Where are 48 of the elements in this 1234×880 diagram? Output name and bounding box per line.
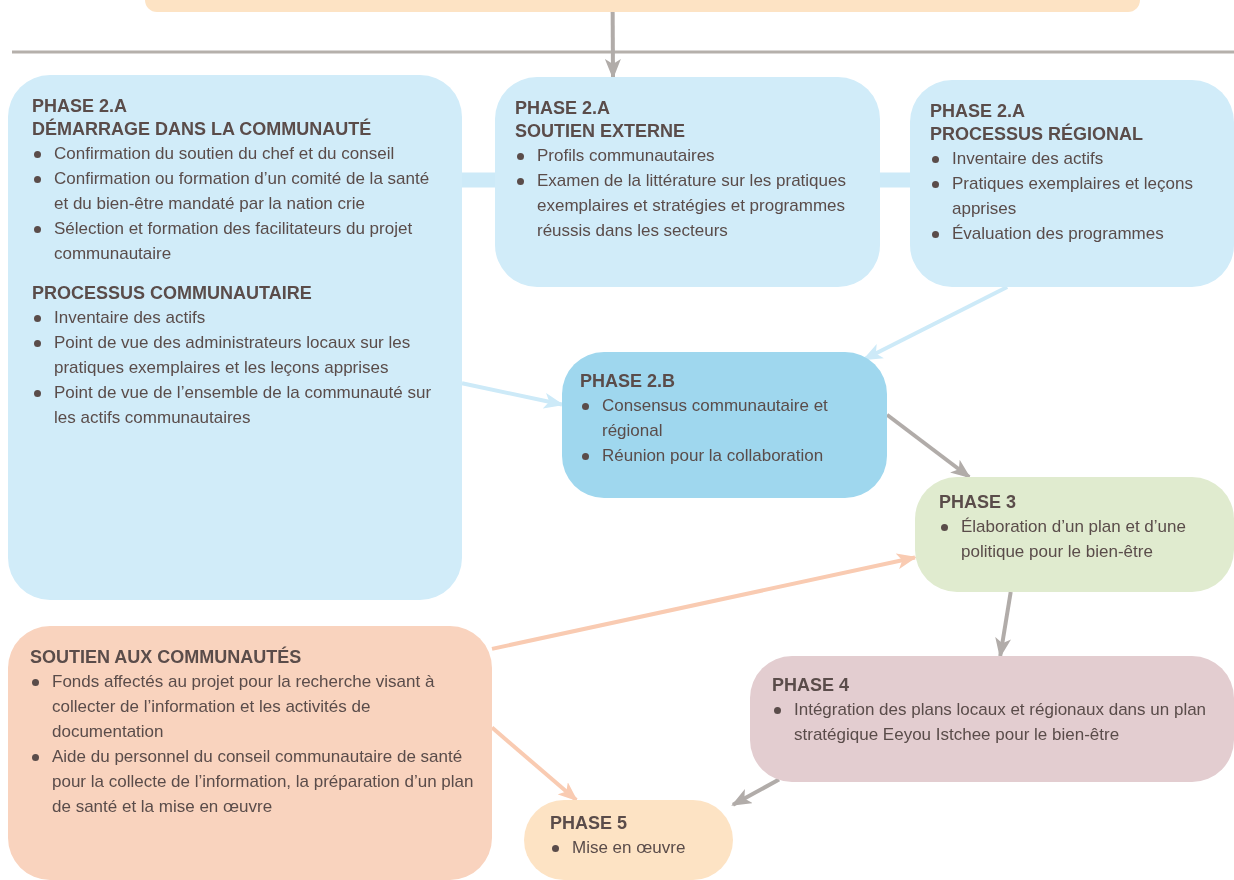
heading-text: SOUTIEN EXTERNE [515, 120, 687, 143]
heading-text: PHASE 2.A [515, 97, 612, 120]
bullet-text: Consensus communautaire et régional [602, 395, 829, 442]
bullet-text: Élaboration d’un plan et d’une politique pour le bien-être [961, 516, 1187, 563]
bullet-text: Intégration des plans locaux et régionaux dans un plan stratégique Eeyou Istchee pour le bien-être [794, 699, 1208, 746]
bullet-text: Confirmation ou formation d’un comité de la santé et du bien-être mandaté par la nation crie [54, 168, 431, 215]
bullet-text: Examen de la littérature sur les pratiques exemplaires et stratégies et programmes réussis dans les secteurs [537, 170, 847, 242]
heading-text: PHASE 3 [939, 491, 1018, 514]
arrow [731, 777, 780, 807]
arrow [604, 12, 621, 79]
bullet-text: Mise en œuvre [572, 837, 687, 859]
heading-text: PHASE 4 [772, 674, 851, 697]
bullet-text: Fonds affectés au projet pour la recherche visant à collecter de l’information et les activités de documentation [52, 671, 436, 743]
heading-text: PHASE 5 [550, 812, 629, 835]
heading-text: PROCESSUS RÉGIONAL [930, 123, 1145, 146]
empty-box [145, 0, 1140, 12]
heading-text: PHASE 2.A [32, 95, 129, 118]
bullet-text: Point de vue de l’ensemble de la communauté sur les actifs communautaires [54, 382, 433, 429]
heading-text: PROCESSUS COMMUNAUTAIRE [32, 282, 313, 305]
phase-box [910, 80, 1234, 287]
bullet-text: Inventaire des actifs [952, 148, 1105, 170]
bullet-text: Évaluation des programmes [952, 223, 1165, 245]
phase-box [8, 626, 492, 880]
bullet-text: Profils communautaires [537, 145, 716, 167]
phase-box [8, 75, 462, 600]
phase-box [562, 352, 887, 498]
phase-box [750, 656, 1234, 782]
heading-text: SOUTIEN AUX COMMUNAUTÉS [30, 646, 303, 669]
connector-band [879, 172, 911, 188]
heading-text: PHASE 2.A [930, 100, 1027, 123]
arrow [491, 553, 917, 651]
bullet-text: Pratiques exemplaires et leçons apprises [952, 173, 1194, 220]
arrow [490, 726, 578, 802]
heading-text: PHASE 2.B [580, 370, 677, 393]
bullet-text: Réunion pour la collaboration [602, 445, 825, 467]
bullet-text: Sélection et formation des facilitateurs du projet communautaire [54, 218, 414, 265]
phase-box [524, 800, 733, 880]
phase-box [915, 477, 1234, 592]
arrow [885, 413, 971, 479]
connector-band [461, 172, 496, 188]
heading-text: DÉMARRAGE DANS LA COMMUNAUTÉ [32, 118, 373, 141]
bullet-text: Confirmation du soutien du chef et du conseil [54, 143, 396, 165]
bullet-text: Inventaire des actifs [54, 307, 207, 329]
arrow [461, 381, 564, 409]
phase-box [495, 77, 880, 287]
arrow [995, 591, 1013, 658]
bullet-text: Aide du personnel du conseil communautaire de santé pour la collecte de l’information, la préparation d’un plan de santé et la mise en œuvre [52, 746, 475, 818]
bullet-text: Point de vue des administrateurs locaux sur les pratiques exemplaires et les leçons apprises [54, 332, 412, 379]
